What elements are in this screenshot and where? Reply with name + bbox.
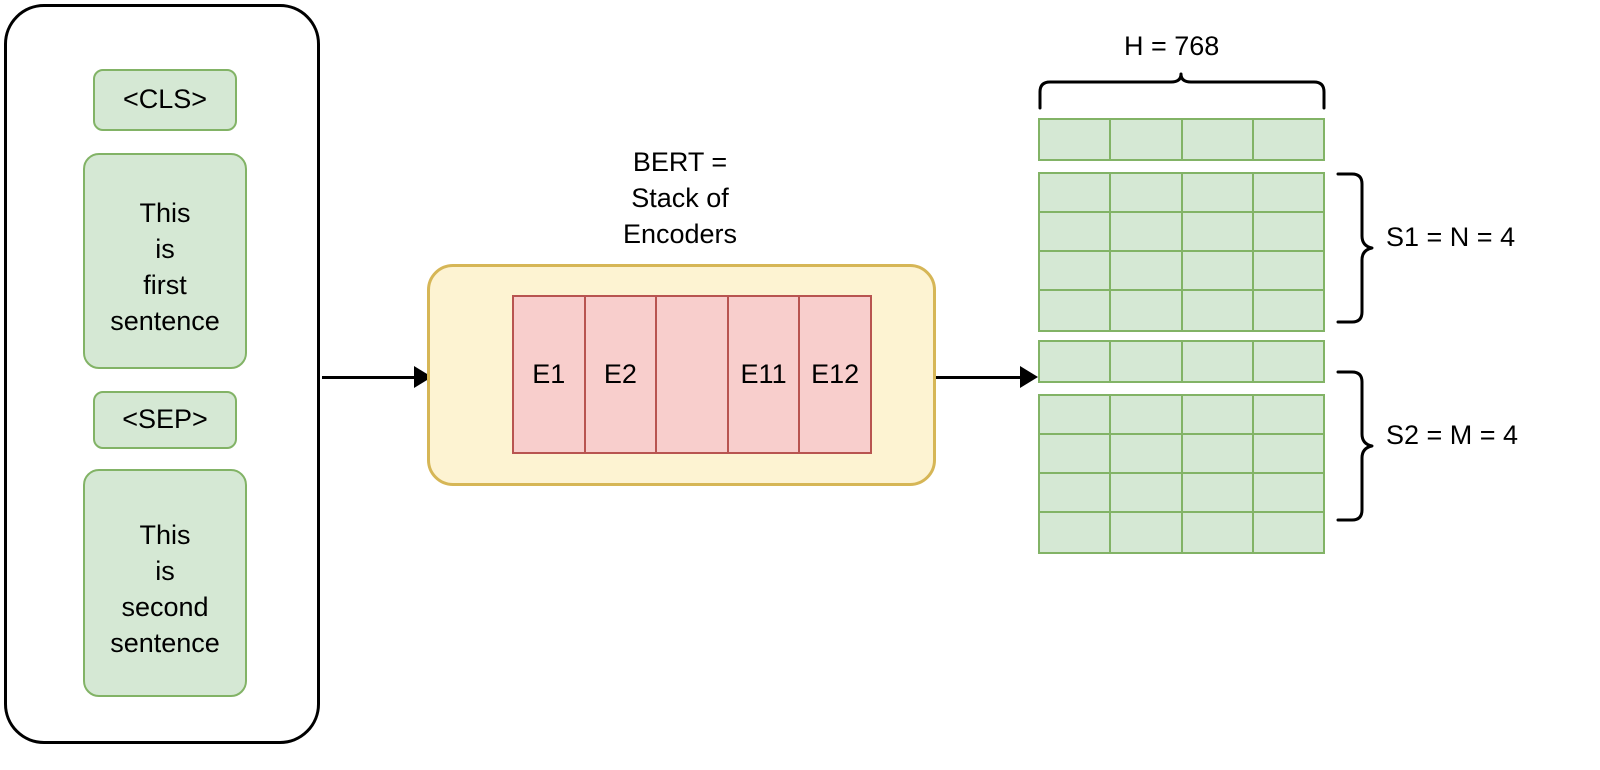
token-box-sentence1: This is first sentence <box>83 153 247 369</box>
matrix-row <box>1040 291 1323 330</box>
matrix-cell <box>1253 474 1323 511</box>
s2-length-label: S2 = M = 4 <box>1386 420 1519 450</box>
matrix-block-sep <box>1038 340 1325 383</box>
matrix-cell <box>1111 291 1183 330</box>
matrix-cell <box>1182 213 1254 250</box>
matrix-cell <box>1040 213 1112 250</box>
matrix-row <box>1040 435 1323 474</box>
matrix-row <box>1040 174 1323 213</box>
brace-horizontal-h-icon <box>1038 72 1326 110</box>
matrix-cell <box>1111 120 1183 159</box>
matrix-cell <box>1111 435 1183 472</box>
encoder-cell: E1 <box>514 297 586 452</box>
matrix-cell <box>1253 174 1323 211</box>
matrix-block-cls <box>1038 118 1325 161</box>
bert-caption: BERT = Stack of Encoders <box>622 147 738 249</box>
matrix-cell <box>1040 252 1112 289</box>
encoder-cell: E12 <box>800 297 870 452</box>
brace-vertical-s2-icon <box>1336 370 1374 522</box>
matrix-cell <box>1253 252 1323 289</box>
matrix-row <box>1040 213 1323 252</box>
matrix-cell <box>1040 174 1112 211</box>
matrix-cell <box>1182 513 1254 552</box>
token-label-sep: <SEP> <box>122 404 208 435</box>
matrix-cell <box>1253 213 1323 250</box>
token-label-cls: <CLS> <box>122 84 208 115</box>
matrix-cell <box>1040 513 1112 552</box>
matrix-cell <box>1182 174 1254 211</box>
matrix-cell <box>1111 342 1183 381</box>
hidden-size-label: H = 768 <box>1124 31 1220 61</box>
matrix-cell <box>1040 342 1112 381</box>
matrix-cell <box>1253 435 1323 472</box>
matrix-cell <box>1111 213 1183 250</box>
matrix-row <box>1040 513 1323 552</box>
matrix-cell <box>1111 252 1183 289</box>
matrix-cell <box>1253 342 1323 381</box>
matrix-cell <box>1040 474 1112 511</box>
matrix-cell <box>1111 513 1183 552</box>
s1-length-label: S1 = N = 4 <box>1386 222 1516 252</box>
matrix-cell <box>1182 291 1254 330</box>
matrix-cell <box>1111 474 1183 511</box>
matrix-cell <box>1040 291 1112 330</box>
matrix-cell <box>1253 291 1323 330</box>
token-label-sentence1: This is first sentence <box>110 198 220 336</box>
matrix-cell <box>1040 396 1112 433</box>
arrow-bert-to-output-line <box>936 376 1024 379</box>
token-box-cls: <CLS> <box>93 69 237 131</box>
matrix-cell <box>1182 120 1254 159</box>
matrix-row <box>1040 396 1323 435</box>
matrix-cell <box>1182 474 1254 511</box>
matrix-block-s1 <box>1038 172 1325 332</box>
matrix-cell <box>1111 396 1183 433</box>
matrix-cell <box>1253 396 1323 433</box>
matrix-cell <box>1182 396 1254 433</box>
token-box-sentence2: This is second sentence <box>83 469 247 697</box>
input-token-container: <CLS> This is first sentence <SEP> This … <box>4 4 320 744</box>
encoder-stack: E1 E2 E11 E12 <box>512 295 872 454</box>
encoder-cell: E11 <box>728 297 801 452</box>
matrix-block-s2 <box>1038 394 1325 554</box>
encoder-cell-ellipsis <box>657 297 729 452</box>
matrix-cell <box>1040 120 1112 159</box>
brace-vertical-s1-icon <box>1336 172 1374 324</box>
matrix-cell <box>1040 435 1112 472</box>
matrix-row <box>1040 252 1323 291</box>
matrix-row <box>1040 120 1323 159</box>
matrix-cell <box>1182 252 1254 289</box>
matrix-cell <box>1182 342 1254 381</box>
matrix-cell <box>1253 513 1323 552</box>
matrix-cell <box>1253 120 1323 159</box>
arrow-bert-to-output-head-icon <box>1020 366 1038 388</box>
token-label-sentence2: This is second sentence <box>110 520 220 658</box>
matrix-row <box>1040 474 1323 513</box>
matrix-row <box>1040 342 1323 381</box>
token-box-sep: <SEP> <box>93 391 237 449</box>
matrix-cell <box>1111 174 1183 211</box>
encoder-cell: E2 <box>585 297 658 452</box>
arrow-input-to-bert-line <box>322 376 418 379</box>
matrix-cell <box>1182 435 1254 472</box>
